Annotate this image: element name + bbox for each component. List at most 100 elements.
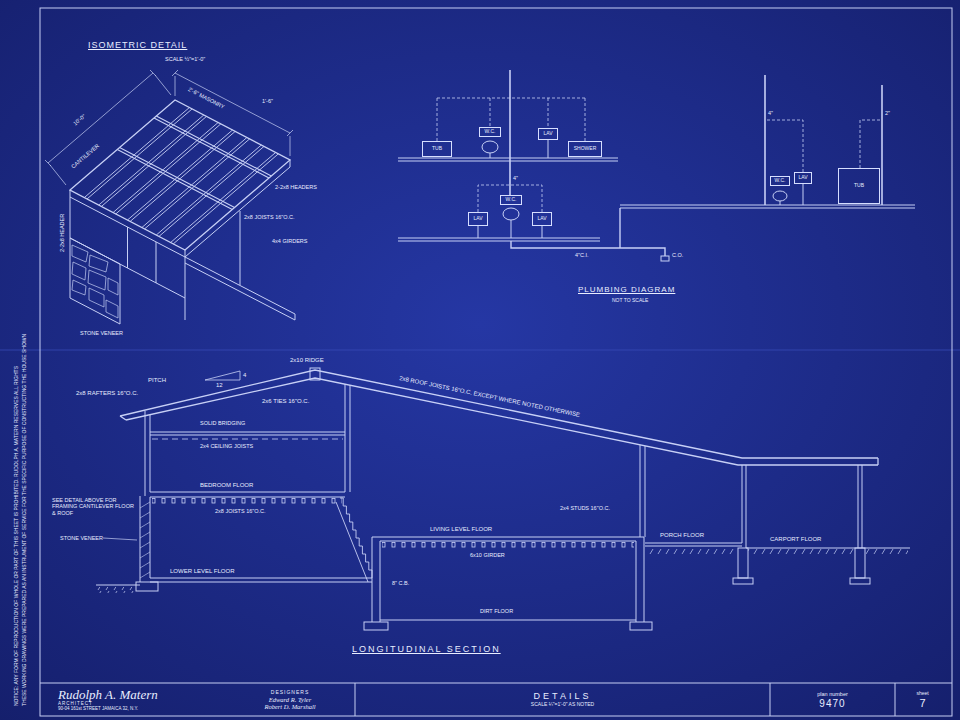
node-content: Rudolph A. MaternARCHITECT90-04 161st ST… (58, 688, 158, 712)
annotation-label: 2x8 RAFTERS 16"O.C. (76, 390, 138, 397)
annotation-label: 1'-6" (262, 98, 273, 104)
stone-pattern (72, 245, 118, 318)
annotation-label: THESE WORKING DRAWINGS WERE PREPARED AS … (22, 334, 28, 706)
bedroom-floor (150, 492, 345, 497)
node-content: DETAILSSCALE ¼"=1'-0" AS NOTED (531, 692, 594, 707)
node-content: LAV (543, 131, 552, 137)
upper-wall (145, 411, 150, 496)
pier (855, 548, 865, 578)
fixture-label: SHOWER (574, 146, 597, 152)
annotation-label: SCALE ½"=1'-0" (165, 56, 205, 62)
grade-hatch (748, 549, 854, 555)
annotation-label: C.O. (672, 252, 683, 258)
node-content: W.C. (485, 129, 496, 135)
grade-line (96, 548, 910, 585)
annotation-label: STONE VENEER (80, 330, 123, 336)
fixture-box: W.C. (500, 195, 522, 205)
fixture-box: SHOWER (568, 141, 602, 157)
posts (742, 465, 862, 548)
paper-fold (0, 349, 960, 351)
title-block-text: 7 (919, 697, 925, 709)
ridge-beam (310, 368, 320, 380)
fixture-label: TUB (432, 146, 442, 152)
leader-line (103, 538, 137, 540)
joist-sections (382, 542, 634, 548)
drawing-title: PLUMBING DIAGRAM (578, 285, 675, 294)
house-drain (511, 208, 665, 256)
annotation-label: CANTILEVER (70, 143, 100, 170)
drawing-title: ISOMETRIC DETAIL (88, 40, 187, 50)
title-block-text: SCALE ¼"=1'-0" AS NOTED (531, 702, 594, 708)
ceiling-joists (150, 432, 345, 435)
interior-wall (345, 384, 350, 492)
node-content: LAV (473, 216, 482, 222)
fixture-box: TUB (838, 168, 880, 204)
node-content: LAV (798, 175, 807, 181)
fixture-label: W.C. (485, 129, 496, 135)
annotation-label: BEDROOM FLOOR (200, 482, 253, 489)
footing (364, 622, 388, 630)
fixture-label: W.C. (506, 197, 517, 203)
title-block-cell: Rudolph A. MaternARCHITECT90-04 161st ST… (44, 685, 225, 715)
fixture-box: LAV (794, 172, 812, 184)
living-wall (640, 445, 645, 537)
wall-framing (70, 197, 240, 320)
title-block-text: DETAILS (534, 692, 592, 702)
cleanout (661, 256, 669, 261)
annotation-label: 2'-6" MASONRY (187, 86, 226, 110)
title-block-cell: DETAILSSCALE ¼"=1'-0" AS NOTED (355, 685, 770, 715)
annotation-label: NOTICE: ANY FORM OF REPRODUCTION OF WHOL… (14, 366, 20, 706)
annotation-label: 8" C.B. (392, 580, 409, 586)
annotation-label: STONE VENEER (60, 535, 103, 541)
porch-slab (645, 543, 742, 546)
footing (136, 582, 158, 591)
toilet-bowl (482, 141, 498, 153)
dimension-line (45, 70, 171, 185)
joist-sections (152, 498, 342, 504)
annotation-label: 2-2x8 HEADER (59, 214, 65, 252)
annotation-label: 10'-0" (72, 113, 87, 127)
fixture-box: LAV (532, 212, 552, 226)
annotation-label: DIRT FLOOR (480, 608, 513, 614)
floor-lines (398, 158, 915, 241)
annotation-label: 12 (216, 382, 223, 389)
fixture-label: W.C. (775, 178, 786, 184)
node-content: TUB (854, 183, 864, 189)
fixture-label: LAV (543, 131, 552, 137)
title-block-text: DESIGNERS (271, 690, 309, 696)
annotation-label: 2-2x8 HEADERS (275, 184, 317, 190)
roof (120, 370, 878, 465)
stone-wall (140, 496, 150, 582)
dimension-line (172, 70, 293, 156)
title-block-text: 90-04 161st STREET JAMAICA 32, N.Y. (58, 707, 138, 712)
fixture-box: LAV (468, 212, 488, 226)
annotation-label: NOT TO SCALE (612, 298, 648, 304)
annotation-label: 2x4 STUDS 16"O.C. (560, 505, 610, 511)
node-content: DESIGNERSEdward R. TylerRobert D. Marsha… (264, 690, 315, 710)
annotation-label: 4" (768, 110, 773, 116)
fixture-label: LAV (473, 216, 482, 222)
annotation-label: 2x6 TIES 16"O.C. (262, 398, 309, 405)
fixture-box: TUB (422, 141, 452, 157)
annotation-label: 2x4 CEILING JOISTS (200, 443, 253, 449)
node-content: LAV (537, 216, 546, 222)
annotation-label: 4" (513, 175, 518, 181)
stone-hatch (140, 502, 150, 578)
title-block-lines (40, 683, 952, 716)
footing (733, 578, 753, 584)
fixture-label: LAV (798, 175, 807, 181)
annotation-label: LOWER LEVEL FLOOR (170, 568, 234, 575)
title-block-text: sheet (916, 691, 928, 697)
annotation-label: PITCH (148, 377, 166, 384)
annotation-label: 2x8 JOISTS 16"O.C. (244, 214, 295, 220)
grade-hatch (866, 549, 908, 555)
stone-veneer (70, 238, 120, 324)
node-content: sheet7 (916, 691, 928, 709)
footing (850, 578, 870, 584)
vent-lines (437, 98, 882, 212)
grade-hatch (648, 549, 736, 555)
toilet-bowl (773, 191, 787, 201)
fixture-box: W.C. (479, 127, 501, 137)
